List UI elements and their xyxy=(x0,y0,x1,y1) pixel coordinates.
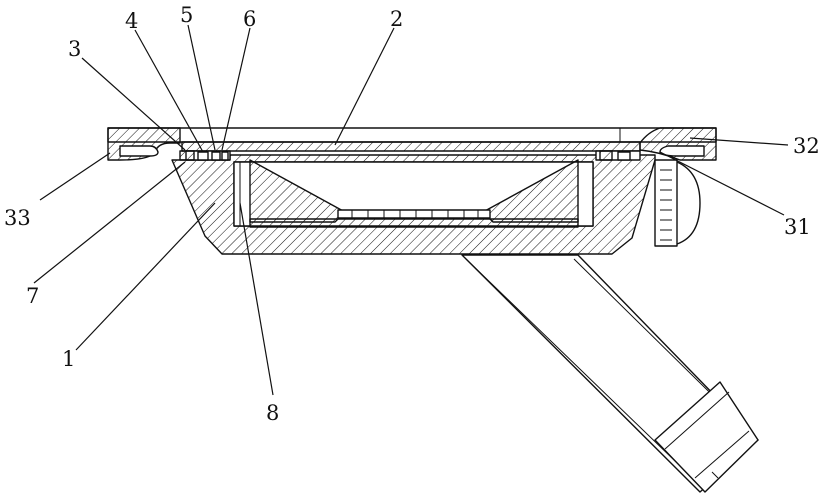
label-1: 1 xyxy=(62,347,75,371)
label-33: 33 xyxy=(4,206,31,230)
label-2: 2 xyxy=(390,7,403,31)
side-outlet-stub xyxy=(654,159,701,247)
label-7: 7 xyxy=(26,284,39,308)
label-3: 3 xyxy=(68,37,81,61)
leader-lines xyxy=(33,24,789,396)
label-32: 32 xyxy=(793,134,820,158)
label-6: 6 xyxy=(243,7,256,31)
label-8: 8 xyxy=(266,401,279,425)
label-4: 4 xyxy=(125,9,138,33)
label-5: 5 xyxy=(180,3,193,27)
drain-pipe xyxy=(461,254,759,493)
inner-cavity xyxy=(233,159,594,228)
label-31: 31 xyxy=(784,215,811,239)
grate-cover xyxy=(179,141,641,161)
